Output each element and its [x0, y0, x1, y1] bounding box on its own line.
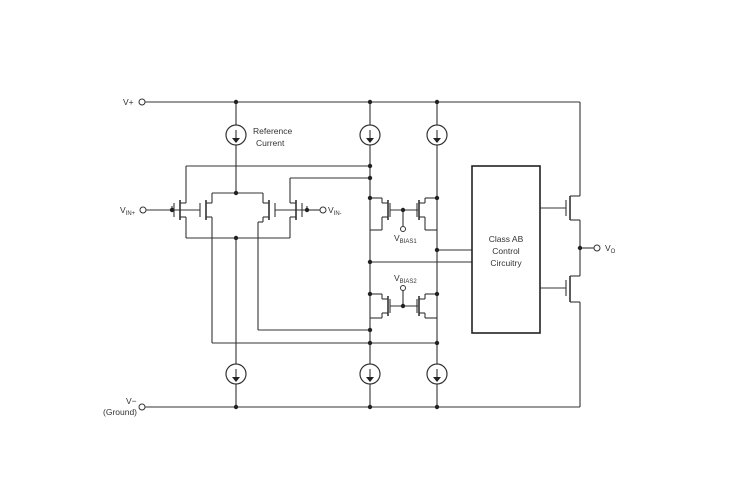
top-current-source-middle — [359, 102, 381, 198]
control-block-line3: Circuitry — [490, 258, 522, 268]
junction-dots — [169, 99, 583, 410]
v-in-minus-label: VIN- — [328, 205, 342, 217]
cascode-transistor-top-right — [416, 200, 425, 220]
top-current-source-right — [426, 102, 448, 198]
v-out-label: VO — [605, 243, 616, 255]
control-block-line1: Class AB — [489, 234, 524, 244]
v-in-plus-label: VIN+ — [120, 205, 136, 217]
input-transistor-inner-right — [262, 198, 307, 222]
control-block-line2: Control — [492, 246, 520, 256]
vbias1-terminal — [400, 226, 406, 232]
cascode-transistor-top-left — [382, 200, 391, 220]
negative-supply-rail — [145, 302, 581, 408]
input-transistor-inner-left — [172, 198, 213, 222]
v-plus-label: V+ — [123, 97, 134, 107]
v-in-minus-terminal — [319, 206, 327, 214]
positive-supply-rail — [145, 101, 581, 196]
ground-label: (Ground) — [103, 407, 137, 417]
vbias2-terminal — [400, 285, 406, 291]
input-stage-wiring — [146, 165, 437, 344]
cascode-bottom-wiring — [369, 249, 472, 319]
class-ab-control-block — [471, 165, 541, 334]
cascode-transistor-bottom-left — [382, 296, 391, 316]
output-stage-wiring — [540, 207, 594, 289]
v-plus-terminal — [138, 98, 146, 106]
output-transistor-bottom — [565, 275, 580, 303]
cascode-top-wiring — [369, 197, 438, 262]
cascode-transistor-bottom-right — [416, 296, 425, 316]
bottom-current-source-right — [426, 318, 448, 407]
v-in-plus-terminal — [139, 206, 147, 214]
vbias1-label: VBIAS1 — [394, 233, 417, 245]
reference-current-label-line2: Current — [256, 138, 285, 148]
bottom-current-source-left — [225, 238, 247, 407]
output-transistor-top — [565, 195, 580, 221]
vbias2-label: VBIAS2 — [394, 273, 417, 285]
reference-current-source — [225, 102, 247, 193]
v-minus-label: V− — [126, 396, 137, 406]
v-minus-terminal — [138, 403, 146, 411]
v-out-terminal — [593, 244, 601, 252]
reference-current-label-line1: Reference — [253, 126, 292, 136]
